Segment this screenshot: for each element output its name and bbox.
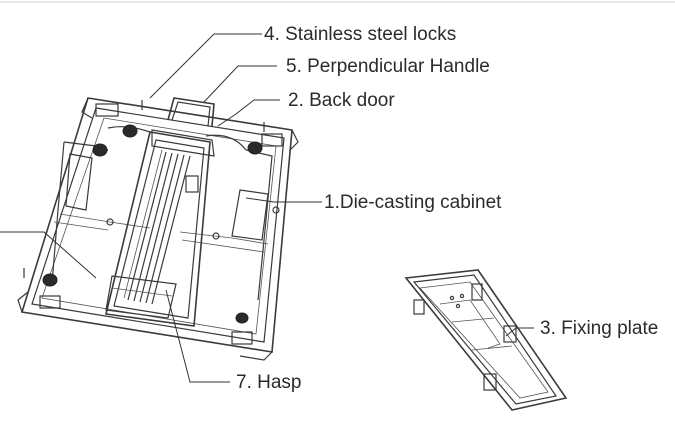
label-stainless-steel-locks: 4. Stainless steel locks [264,24,457,45]
cabinet-outer-frame [20,97,293,353]
die-casting-cabinet [17,97,299,361]
back-door-panel [105,131,211,327]
lock-knob-4 [42,273,58,287]
perpendicular-handle [167,97,215,127]
label-fixing-plate: 3. Fixing plate [540,318,659,339]
fixing-plate-part [404,269,568,411]
lock-knob-2 [92,143,108,157]
label-hasp: 7. Hasp [236,372,302,393]
lock-knob-3 [247,141,263,155]
label-back-door: 2. Back door [288,90,395,111]
label-die-casting-cabinet: 1.Die-casting cabinet [324,192,502,213]
leader-lines [0,33,534,383]
lock-knob-1 [122,124,138,138]
label-perpendicular-handle: 5. Perpendicular Handle [286,56,490,77]
fixing-plate-outline [404,269,568,411]
